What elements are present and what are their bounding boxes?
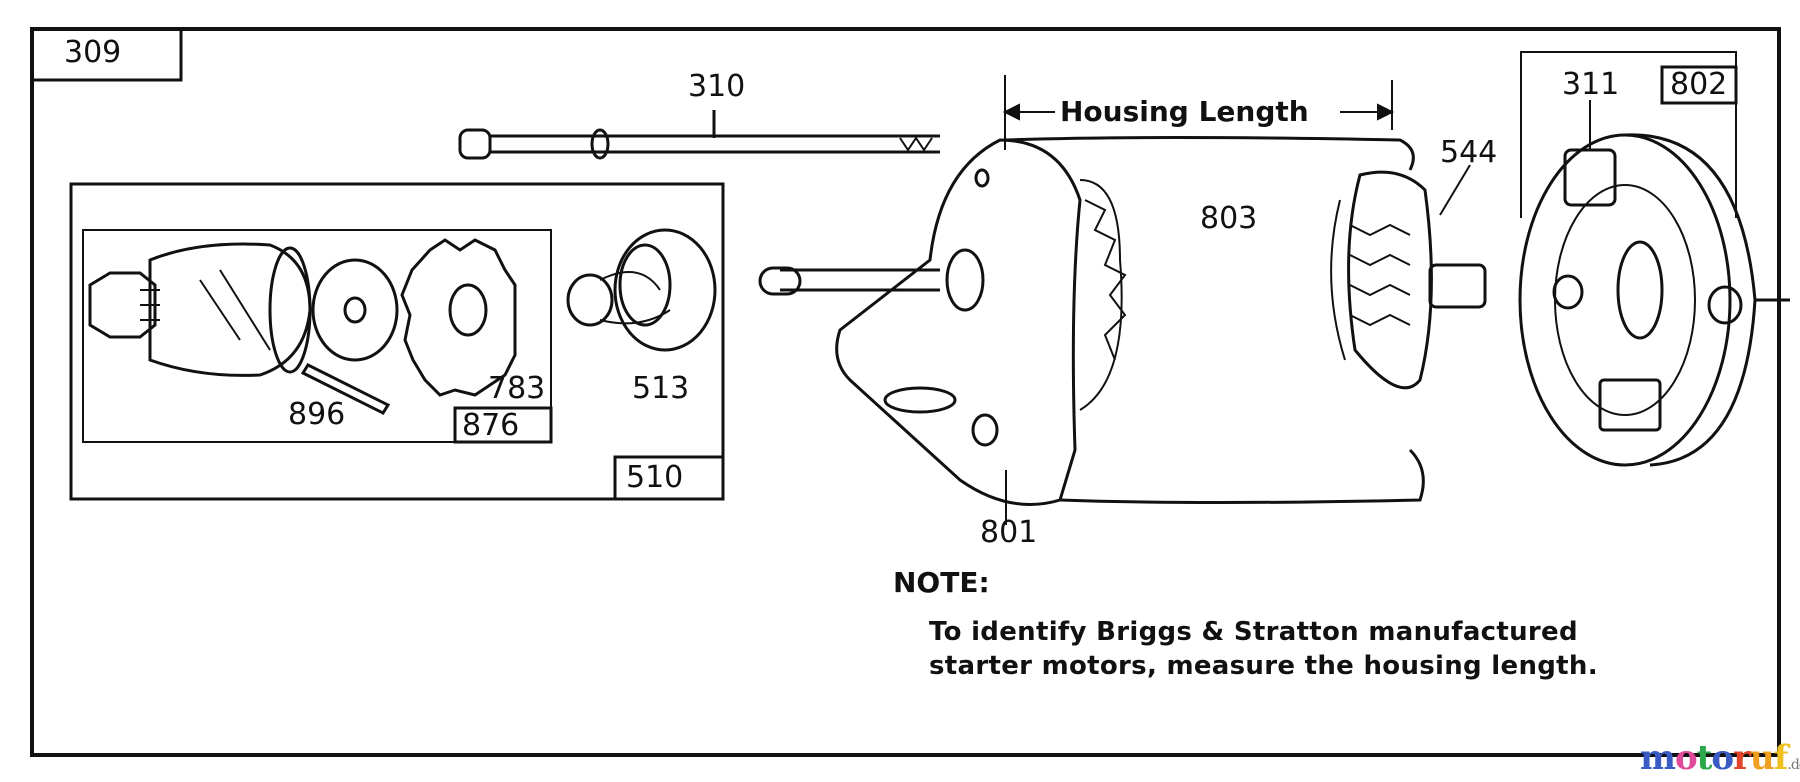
callout-310: 310 — [688, 69, 746, 104]
gear-783 — [400, 238, 517, 397]
wm-suffix: .de — [1787, 757, 1800, 773]
kit-876-inner-box — [82, 229, 552, 443]
through-bolt-310 — [458, 110, 940, 160]
callout-544: 544 — [1440, 135, 1498, 170]
wm-letter: f — [1773, 738, 1789, 778]
wm-letter: r — [1733, 738, 1751, 778]
motor-housing-803 — [1004, 136, 1425, 504]
outer-frame — [30, 27, 1781, 757]
callout-510: 510 — [626, 460, 684, 495]
callout-876: 876 — [462, 408, 520, 443]
key-896 — [300, 363, 391, 415]
wm-letter: u — [1750, 738, 1775, 778]
housing-length-dimension — [1002, 75, 1395, 150]
label-876-box — [453, 406, 553, 444]
wm-letter: t — [1696, 738, 1713, 778]
callout-801: 801 — [980, 515, 1038, 550]
drive-end-bracket-801 — [758, 138, 1127, 525]
label-802-box — [1660, 65, 1738, 105]
wm-letter: o — [1674, 738, 1698, 778]
note-body: To identify Briggs & Stratton manufactur… — [929, 615, 1598, 683]
wm-letter: m — [1640, 738, 1676, 778]
note-line-2: starter motors, measure the housing leng… — [929, 651, 1598, 681]
drive-pinion-assembly — [88, 242, 312, 377]
callout-311: 311 — [1562, 67, 1620, 102]
note-line-1: To identify Briggs & Stratton manufactur… — [929, 617, 1578, 647]
label-510-box — [613, 455, 725, 501]
armature-544 — [1330, 164, 1487, 390]
callout-803: 803 — [1200, 201, 1258, 236]
spring-513 — [566, 228, 717, 352]
callout-783: 783 — [488, 371, 546, 406]
frame-number-box — [30, 27, 183, 82]
note-block: NOTE: To identify Briggs & Stratton manu… — [893, 566, 1598, 683]
callout-802: 802 — [1670, 67, 1728, 102]
washer — [311, 258, 399, 362]
end-cap-802 — [1518, 100, 1790, 467]
wm-letter: o — [1711, 738, 1734, 778]
end-cap-bracket — [1520, 51, 1737, 218]
watermark-logo: motoruf.de — [1640, 738, 1800, 778]
housing-length-label: Housing Length — [1060, 95, 1309, 128]
callout-513: 513 — [632, 371, 690, 406]
frame-number-label: 309 — [64, 35, 122, 70]
note-title: NOTE: — [893, 566, 990, 599]
callout-896: 896 — [288, 397, 346, 432]
kit-510-box — [69, 182, 725, 501]
